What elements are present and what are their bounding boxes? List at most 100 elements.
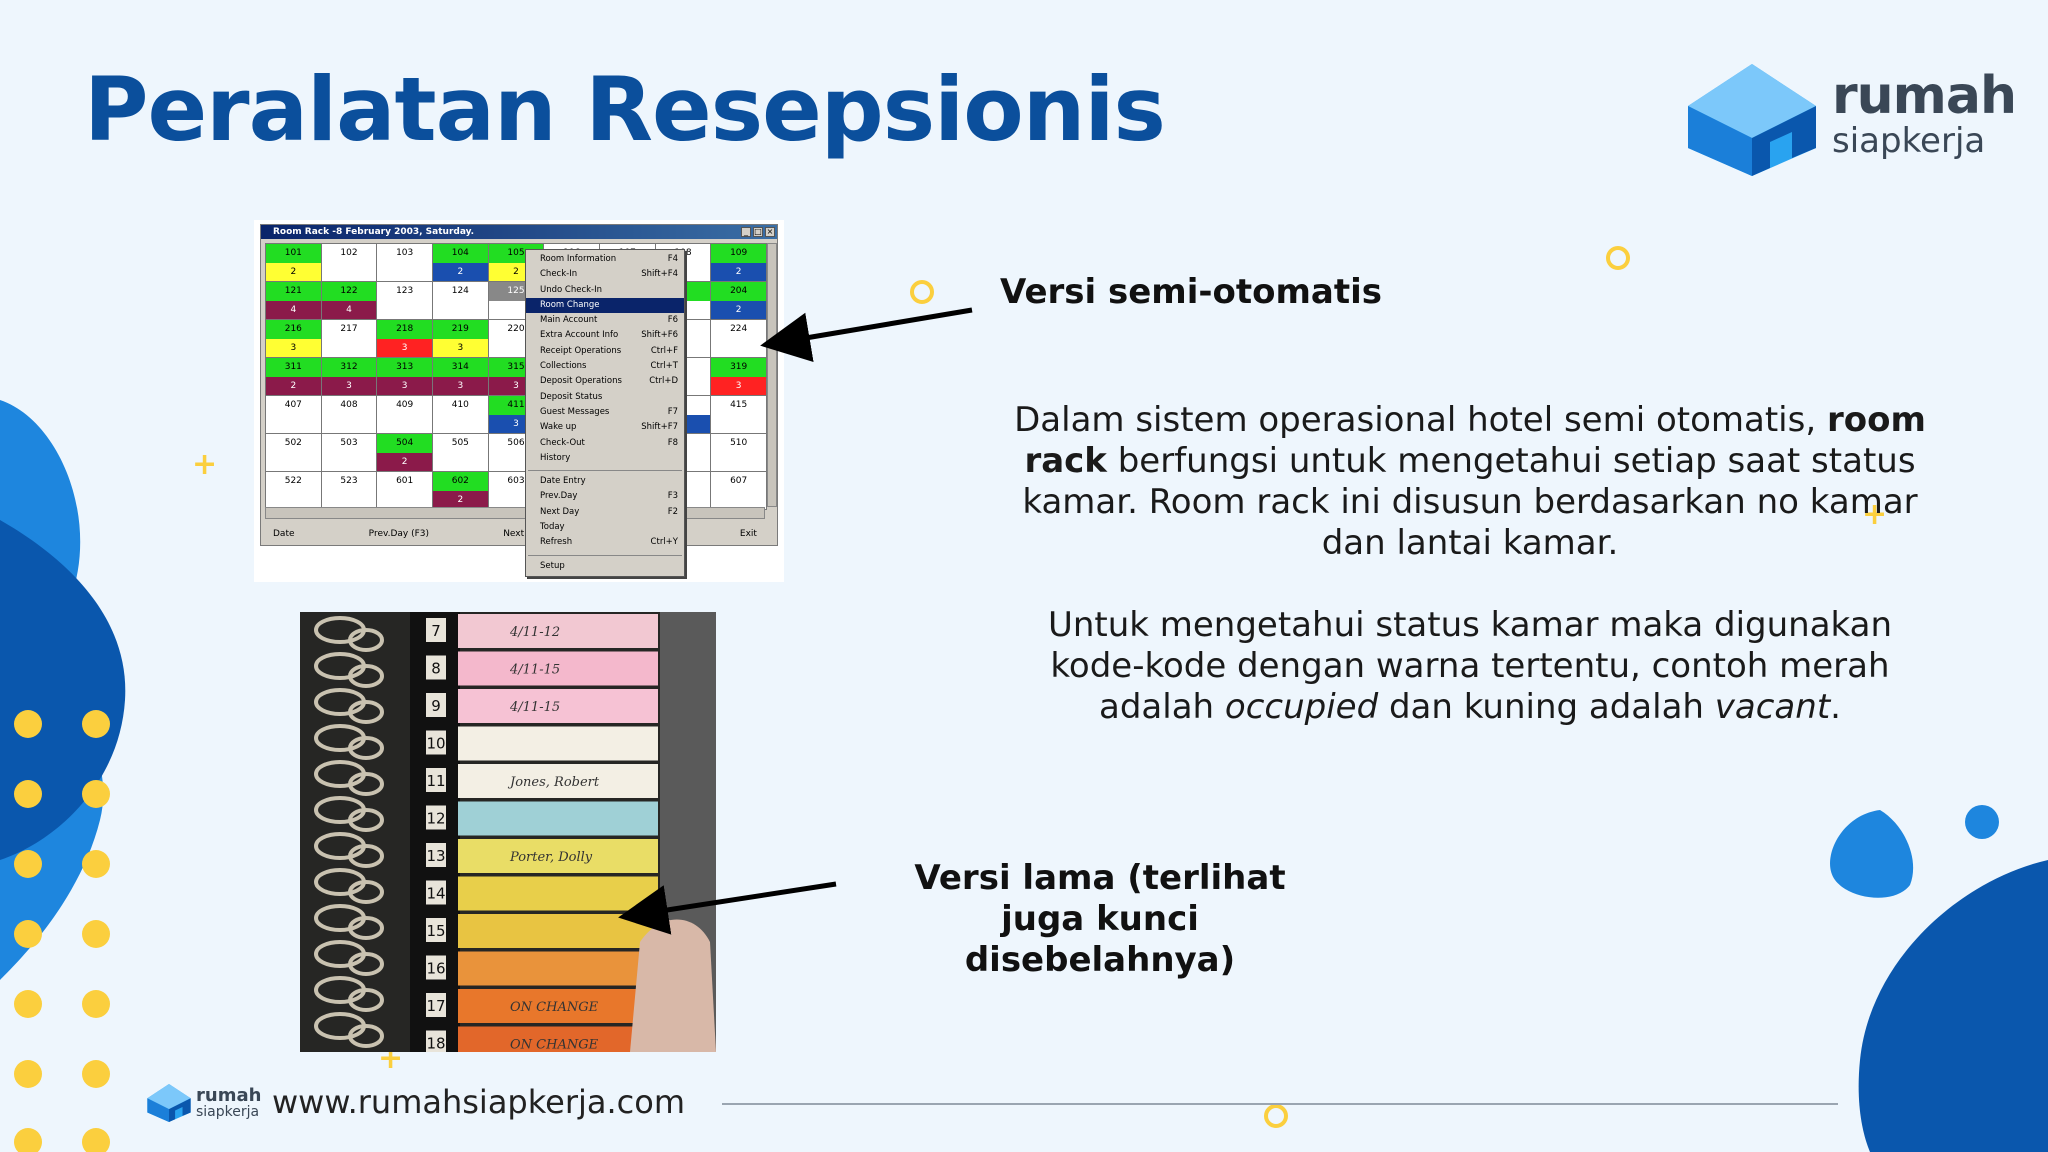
menu-item[interactable]: Room Change bbox=[526, 297, 684, 314]
room-number: 407 bbox=[266, 396, 321, 415]
menu-item[interactable]: Undo Check-In bbox=[526, 283, 684, 298]
room-cell[interactable]: 510 bbox=[711, 434, 766, 471]
rack-card bbox=[458, 614, 658, 648]
room-number: 313 bbox=[377, 358, 432, 377]
room-cell[interactable]: 102 bbox=[321, 244, 377, 281]
rack-bottom-button[interactable]: Exit bbox=[739, 529, 757, 539]
paragraph-status-colors: Untuk mengetahui status kamar maka digun… bbox=[1010, 605, 1930, 728]
room-number: 104 bbox=[433, 244, 488, 263]
room-cell[interactable]: 522 bbox=[266, 472, 321, 509]
room-cell[interactable]: 123 bbox=[377, 282, 432, 319]
slot-number-plate bbox=[426, 805, 446, 830]
menu-item-shortcut: Ctrl+F bbox=[650, 345, 678, 356]
card-text: Porter, Dolly bbox=[509, 850, 593, 865]
key-ring bbox=[348, 808, 384, 832]
room-cell[interactable]: 601 bbox=[377, 472, 432, 509]
room-number: 410 bbox=[433, 396, 488, 415]
minimize-icon: _ bbox=[741, 227, 751, 237]
rack-bottom-button[interactable]: Prev.Day (F3) bbox=[368, 529, 430, 539]
room-cell[interactable]: 607 bbox=[711, 472, 766, 509]
paragraph2-text-1: Untuk mengetahui status kamar maka digun… bbox=[1047, 605, 1893, 727]
room-guest-count bbox=[266, 490, 321, 509]
room-cell[interactable]: 224 bbox=[711, 320, 766, 357]
room-cell[interactable]: 408 bbox=[321, 396, 377, 433]
room-cell[interactable]: 103 bbox=[377, 244, 432, 281]
room-cell[interactable]: 502 bbox=[266, 434, 321, 471]
rack-card bbox=[458, 989, 658, 1023]
card-text: ON CHANGE bbox=[510, 1000, 599, 1015]
footer-logo-word1: rumah bbox=[196, 1085, 262, 1106]
logo-word-rumah: rumah bbox=[1832, 66, 2017, 126]
room-cell[interactable]: 410 bbox=[433, 396, 488, 433]
footer-url[interactable]: www.rumahsiapkerja.com bbox=[272, 1083, 685, 1121]
rack-card bbox=[458, 951, 658, 986]
room-number: 217 bbox=[321, 320, 377, 339]
rack-card bbox=[458, 801, 658, 836]
key-rings bbox=[314, 616, 384, 1048]
room-number: 415 bbox=[711, 396, 766, 415]
room-guest-count: 4 bbox=[321, 300, 377, 319]
paragraph2-occupied: occupied bbox=[1224, 687, 1379, 727]
menu-item[interactable]: Setup bbox=[526, 559, 684, 574]
room-number: 505 bbox=[433, 434, 488, 453]
room-cell[interactable]: 407 bbox=[266, 396, 321, 433]
key-ring bbox=[348, 988, 384, 1012]
ring-decoration bbox=[1606, 246, 1630, 270]
room-cell[interactable]: 415 bbox=[711, 396, 766, 433]
rack-card bbox=[458, 651, 658, 686]
slot-number: 15 bbox=[426, 922, 445, 940]
room-cell[interactable]: 124 bbox=[433, 282, 488, 319]
menu-item[interactable]: Date Entry bbox=[526, 474, 684, 489]
room-cell[interactable]: 409 bbox=[377, 396, 432, 433]
slot-number: 11 bbox=[426, 772, 445, 790]
room-cell[interactable]: 217 bbox=[321, 320, 377, 357]
room-number: 103 bbox=[377, 244, 432, 263]
menu-item[interactable]: Deposit Status bbox=[526, 390, 684, 405]
slot-number-plate bbox=[426, 768, 446, 792]
room-guest-count bbox=[377, 300, 432, 319]
rumah-logo-icon bbox=[1688, 64, 1816, 176]
room-cell[interactable]: 505 bbox=[433, 434, 488, 471]
menu-item[interactable]: Today bbox=[526, 520, 684, 535]
menu-item-shortcut: Ctrl+Y bbox=[650, 537, 678, 548]
menu-item[interactable]: History bbox=[526, 451, 684, 466]
rack-bottom-button[interactable]: Date bbox=[273, 529, 295, 539]
room-number: 409 bbox=[377, 396, 432, 415]
room-cell[interactable]: 503 bbox=[321, 434, 377, 471]
vertical-scrollbar bbox=[767, 243, 777, 507]
room-number: 408 bbox=[321, 396, 377, 415]
room-guest-count: 3 bbox=[433, 376, 488, 395]
room-cell[interactable]: 523 bbox=[321, 472, 377, 509]
